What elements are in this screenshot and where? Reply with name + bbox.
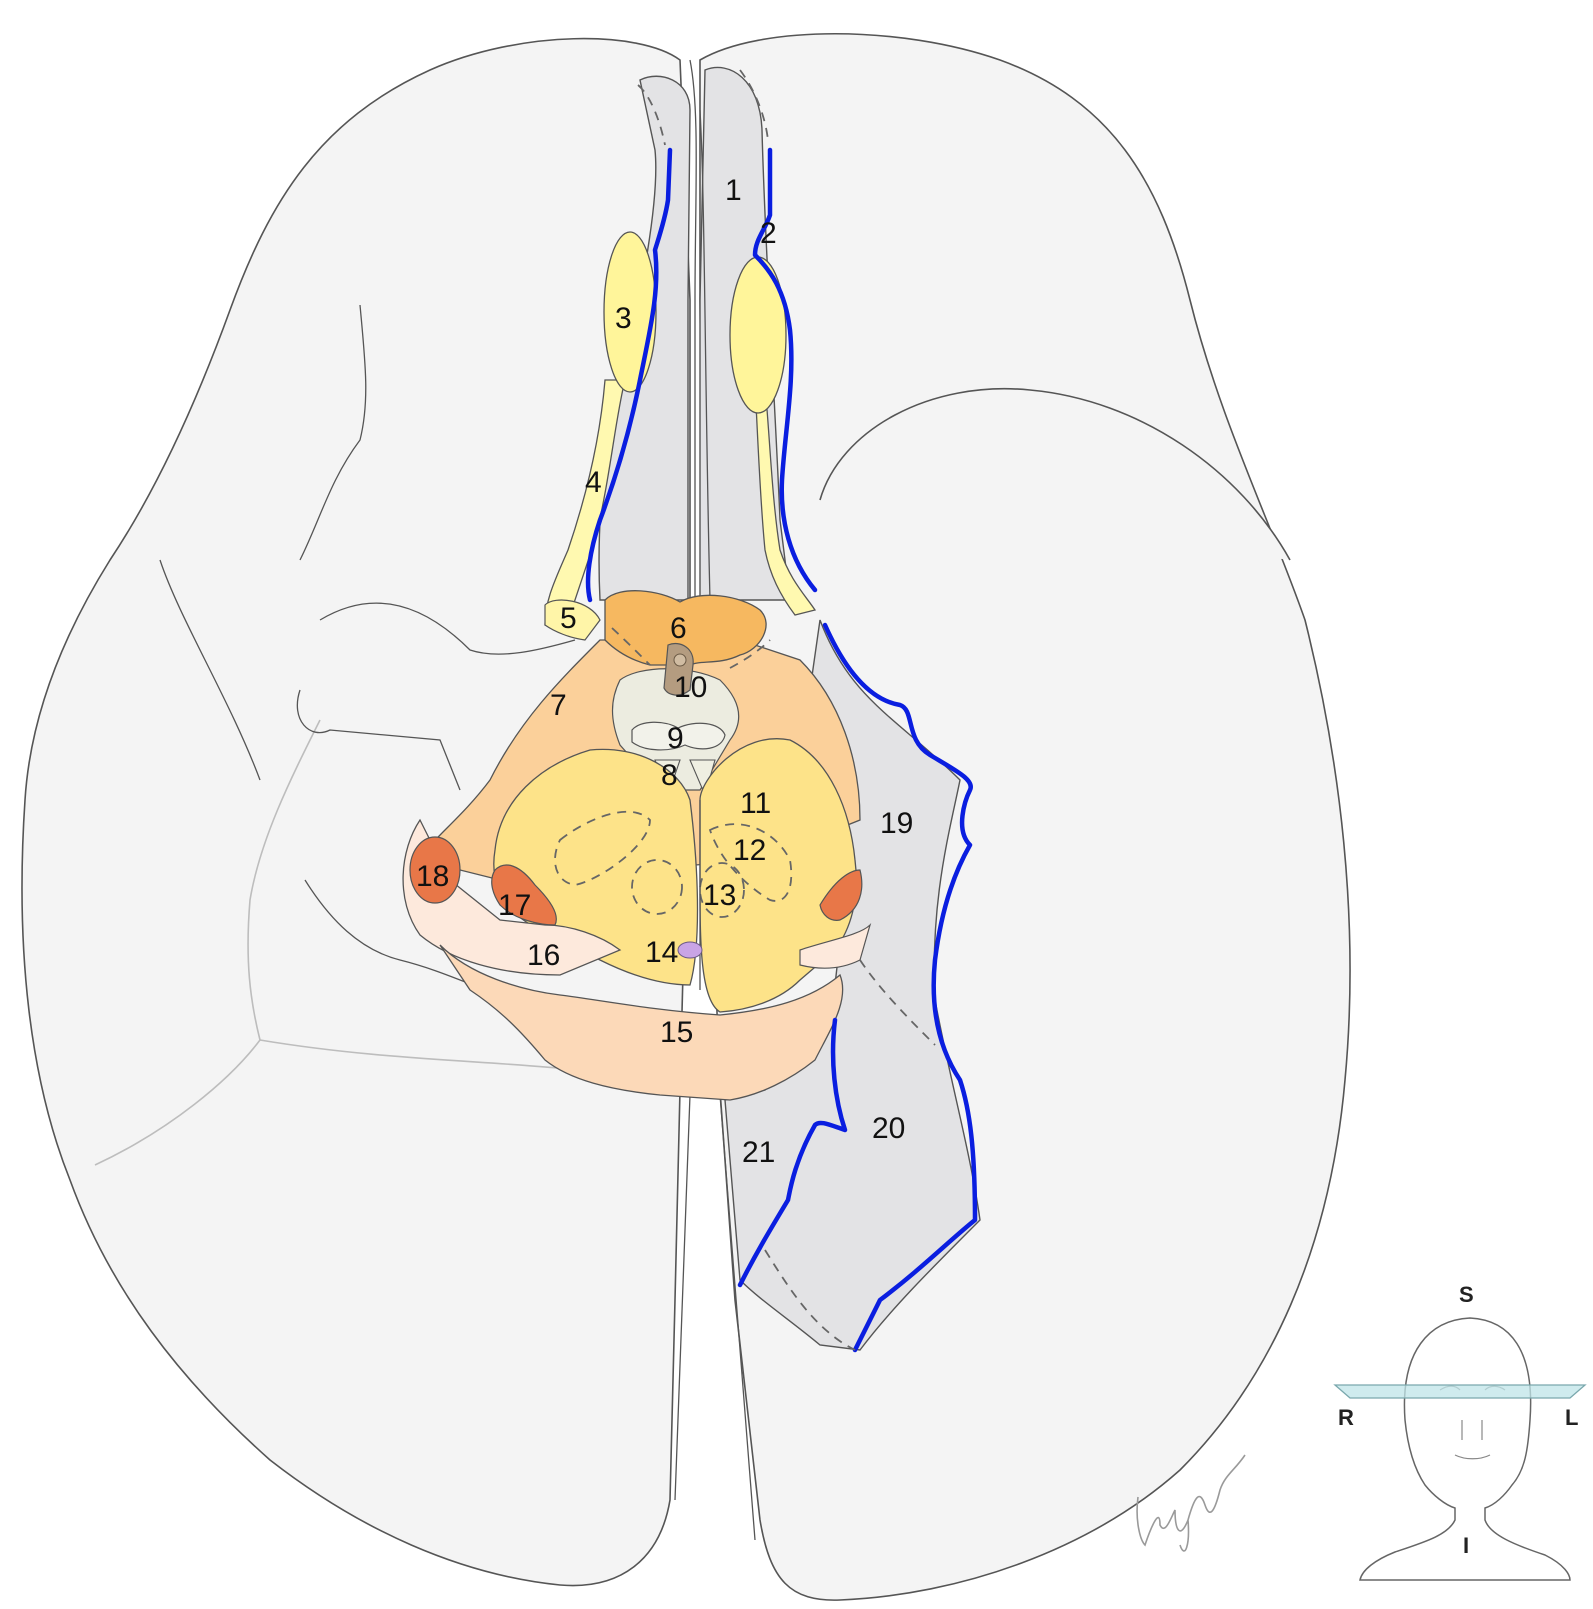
- olfactory-bulb-left: [730, 257, 786, 413]
- orientation-superior: S: [1459, 1282, 1474, 1307]
- label-8: 8: [661, 759, 678, 792]
- label-5: 5: [560, 602, 577, 635]
- label-21: 21: [742, 1136, 775, 1169]
- midline-fissure: [690, 60, 696, 600]
- orientation-inferior: I: [1463, 1533, 1469, 1558]
- label-4: 4: [585, 466, 602, 499]
- label-14: 14: [645, 936, 678, 969]
- label-2: 2: [760, 217, 777, 250]
- label-17: 17: [498, 889, 531, 922]
- axial-plane: [1335, 1385, 1585, 1398]
- label-20: 20: [872, 1112, 905, 1145]
- orientation-right: R: [1338, 1405, 1354, 1430]
- orientation-inset: S I R L: [1335, 1282, 1585, 1580]
- label-6: 6: [670, 612, 687, 645]
- label-18: 18: [416, 860, 449, 893]
- orientation-left: L: [1565, 1405, 1578, 1430]
- label-19: 19: [880, 807, 913, 840]
- label-16: 16: [527, 939, 560, 972]
- label-9: 9: [667, 722, 684, 755]
- label-13: 13: [703, 879, 736, 912]
- label-7: 7: [550, 689, 567, 722]
- pituitary-stalk-center: [674, 654, 686, 666]
- label-11: 11: [740, 787, 771, 820]
- label-12: 12: [733, 834, 766, 867]
- label-10: 10: [674, 671, 707, 704]
- cerebral-aqueduct: [678, 942, 702, 958]
- label-15: 15: [660, 1016, 693, 1049]
- label-3: 3: [615, 302, 632, 335]
- label-1: 1: [725, 174, 742, 207]
